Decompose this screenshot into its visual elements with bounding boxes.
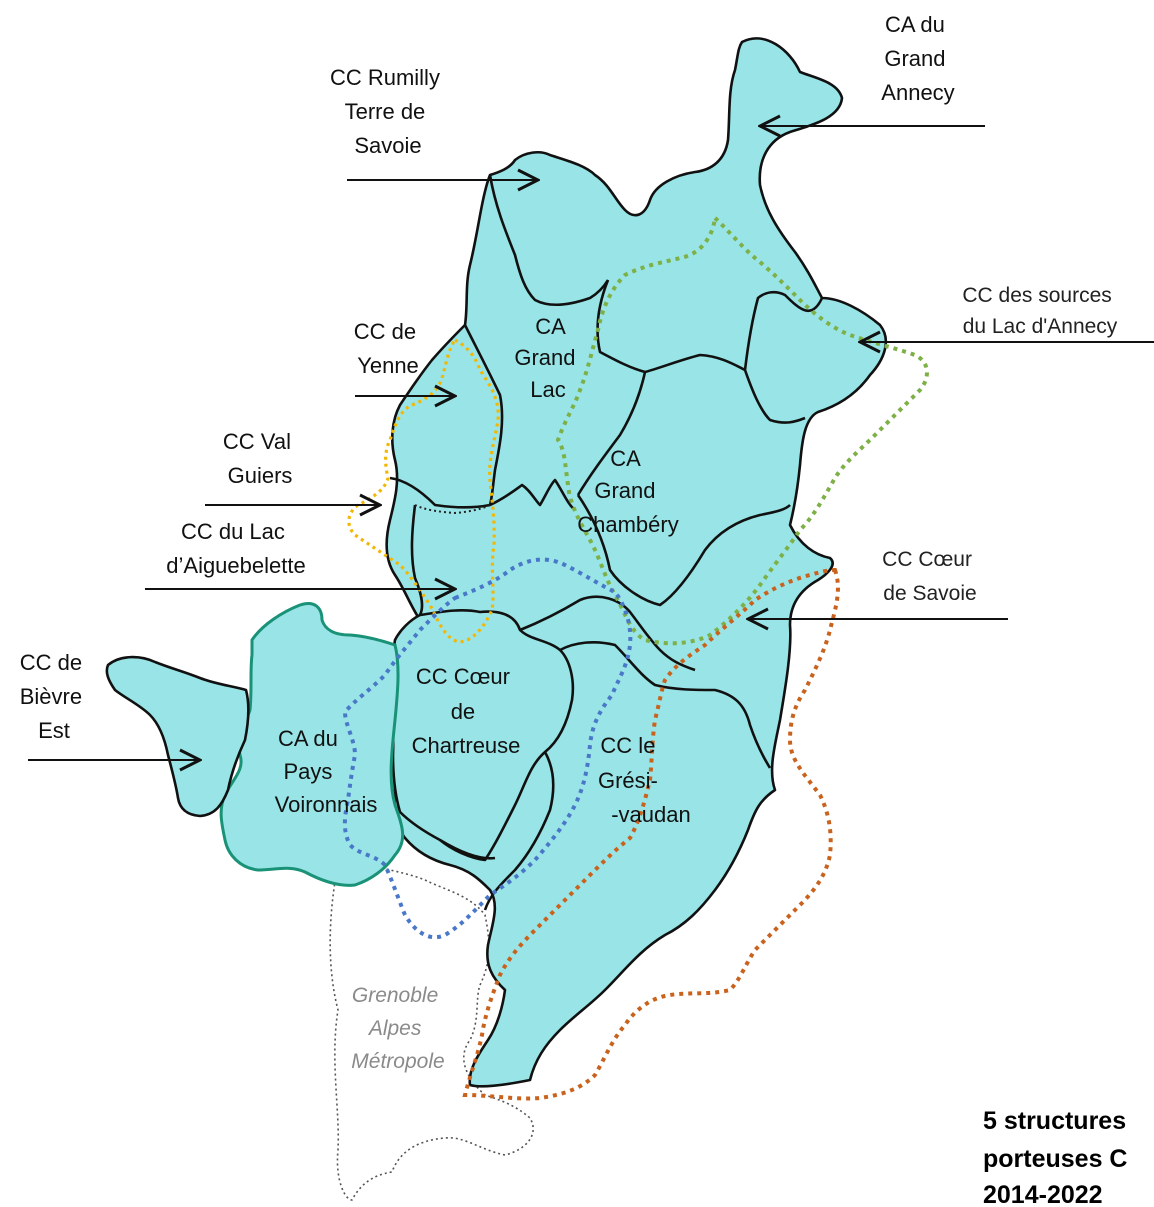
label-val-guiers: CC Val Guiers: [223, 429, 297, 488]
aiguebelette-dotted-outline: [414, 504, 491, 515]
bievre-est-shape: [105, 655, 250, 818]
label-sources-lac: CC des sources du Lac d'Annecy: [962, 284, 1117, 338]
label-arrows: [28, 126, 1154, 760]
label-rumilly: CC Rumilly Terre de Savoie: [330, 65, 446, 158]
northern-communities-shape: [385, 37, 888, 1088]
label-aiguebelette: CC du Lac d’Aiguebelette: [166, 519, 305, 578]
label-coeur-chartreuse: CC Cœur de Chartreuse: [412, 664, 521, 758]
label-grenoble-metropole: Grenoble Alpes Métropole: [351, 984, 444, 1073]
label-coeur-savoie: CC Cœur de Savoie: [882, 548, 978, 605]
label-pays-voironnais: CA du Pays Voironnais: [275, 726, 378, 817]
label-grand-chambery: CA Grand Chambéry: [577, 446, 678, 537]
footnote: 5 structures porteuses C 2014-2022: [983, 1107, 1134, 1207]
label-gresivaudan: CC le Grési- -vaudan: [598, 733, 691, 827]
chartreuse-blue-dotted-outline: [342, 557, 633, 940]
communities-fill: [105, 37, 888, 1088]
voironnais-shape: [219, 602, 405, 887]
label-grand-annecy: CA du Grand Annecy: [881, 12, 954, 105]
label-grand-lac: CA Grand Lac: [514, 314, 581, 402]
label-yenne: CC de Yenne: [354, 319, 422, 378]
internal-boundaries: [389, 174, 824, 911]
label-bievre-est: CC de Bièvre Est: [20, 650, 88, 743]
coeur-savoie-orange-dotted-outline: [462, 567, 840, 1101]
